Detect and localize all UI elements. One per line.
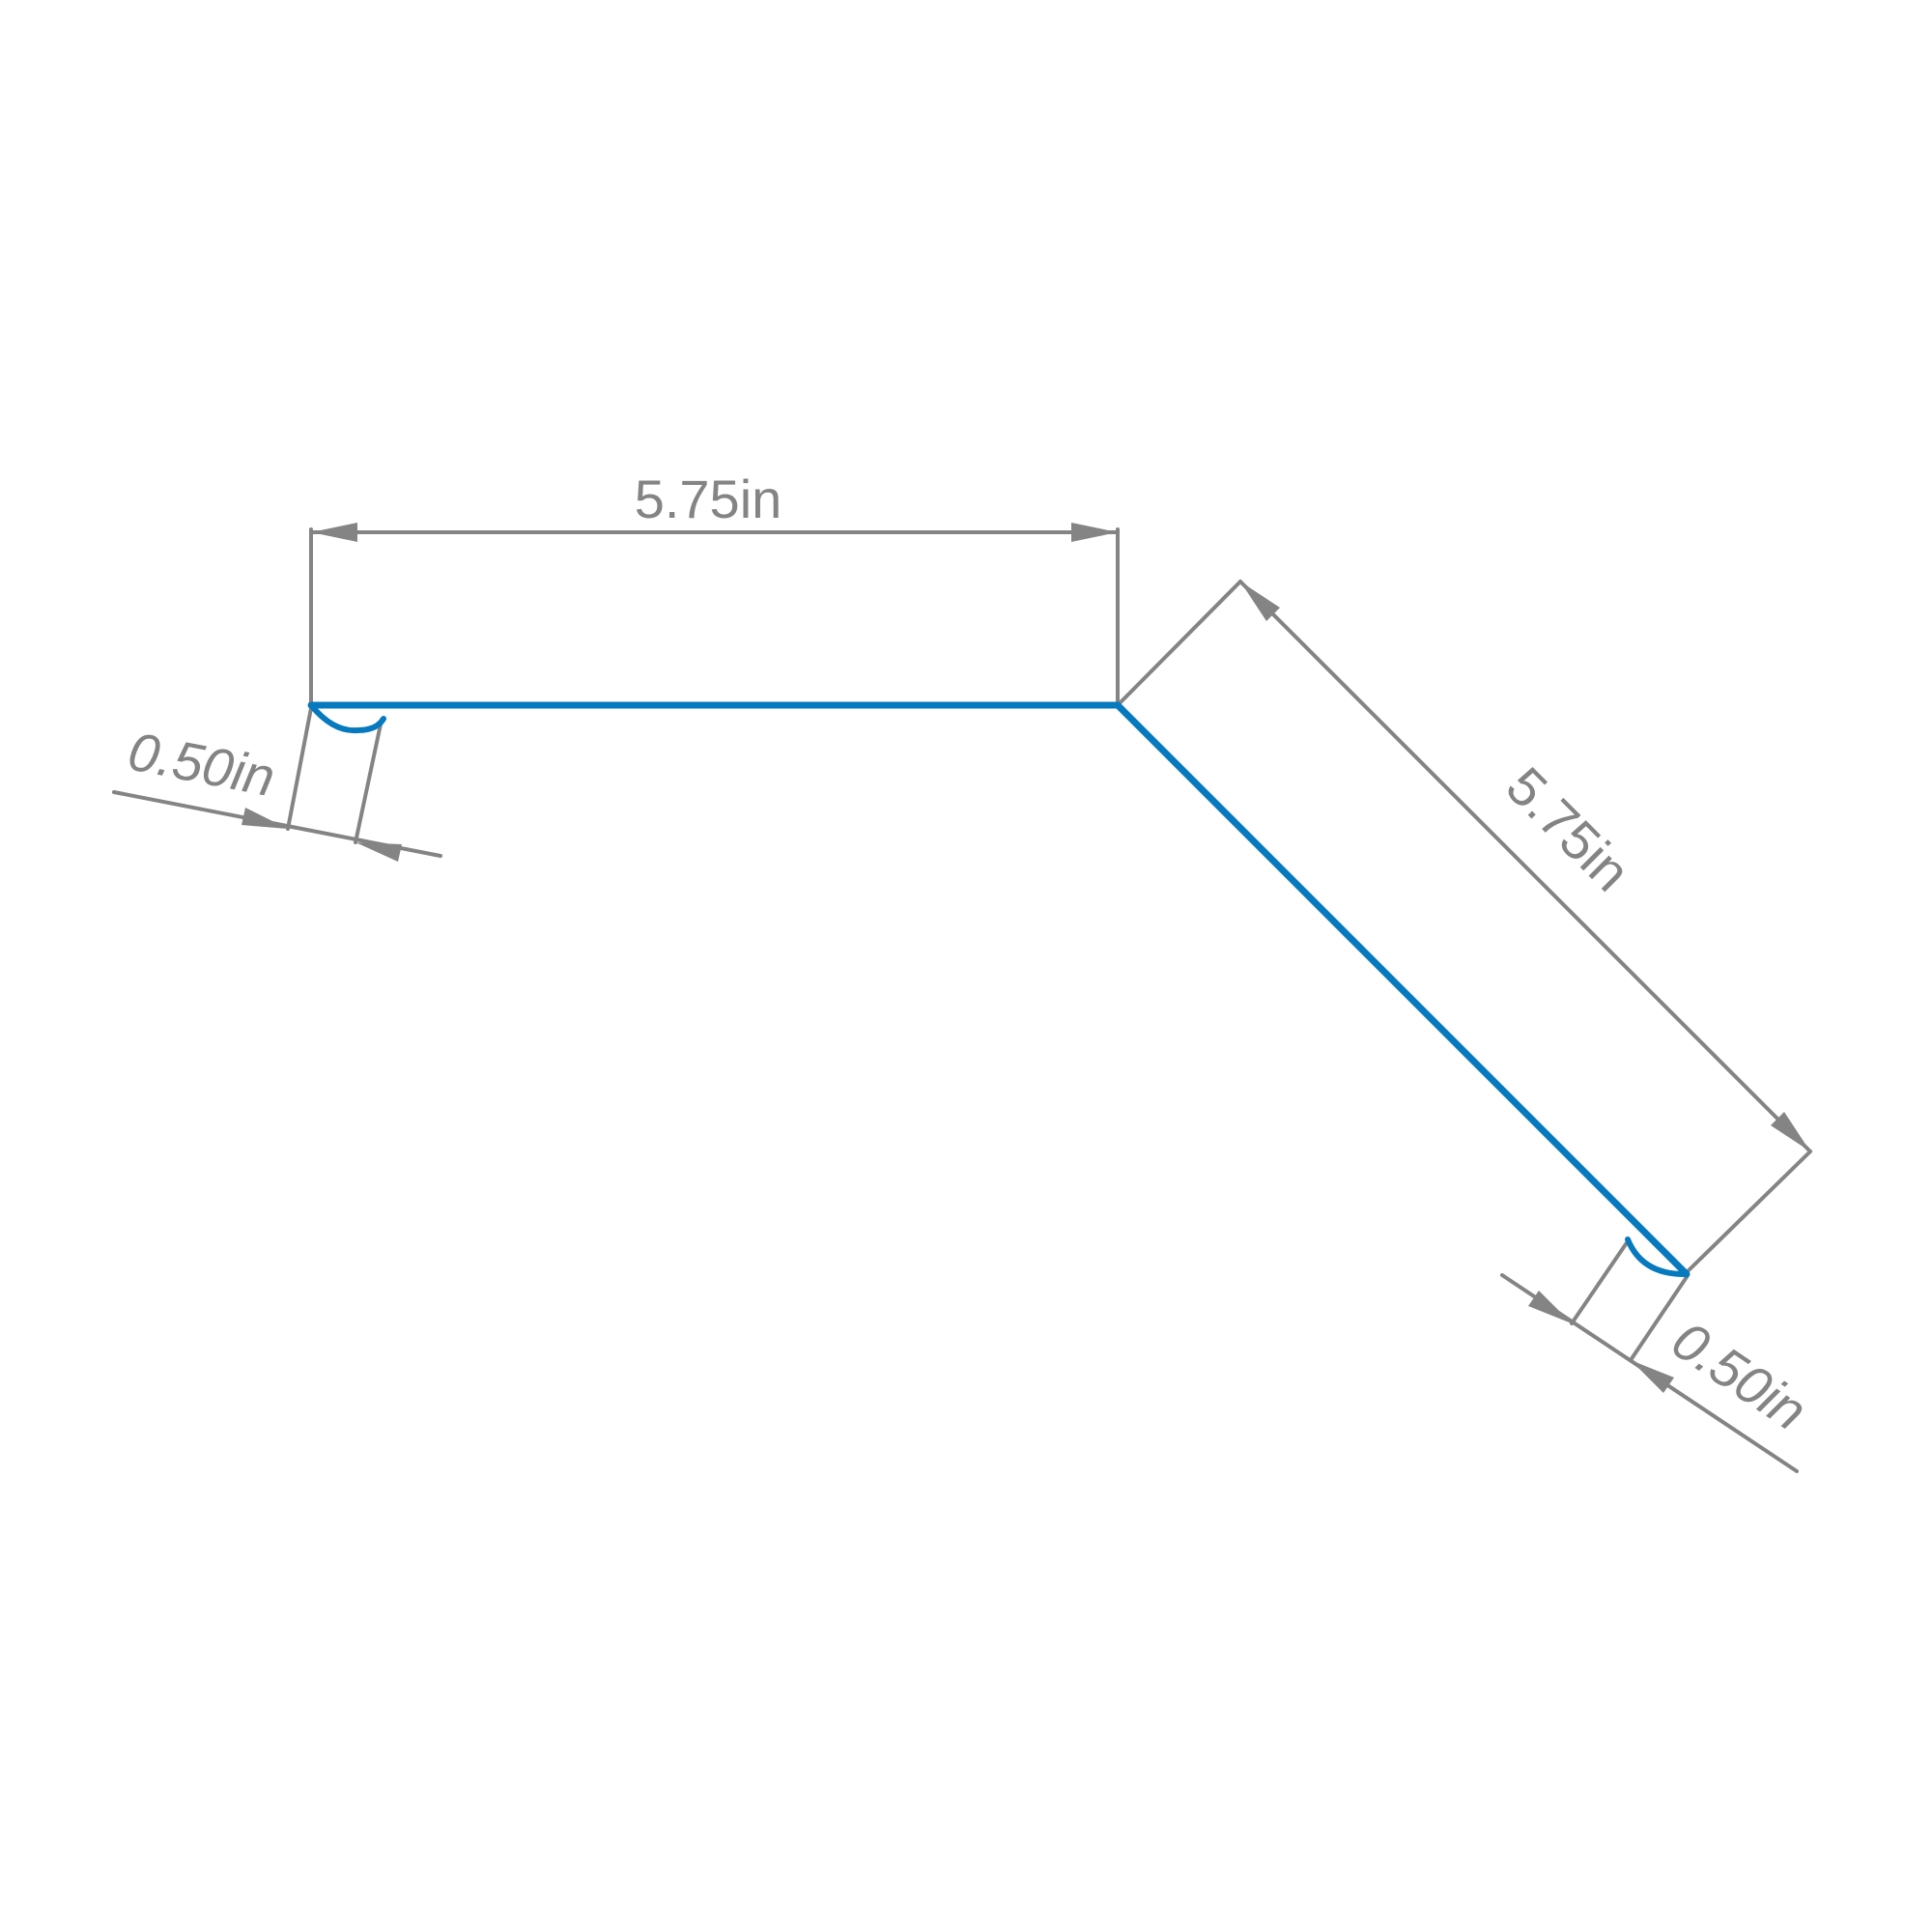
extension-line-hem-right-a — [1570, 1239, 1630, 1325]
extension-line-hem-left-a — [286, 706, 313, 831]
extension-line-hem-right-b — [1629, 1275, 1689, 1362]
arrowhead-right — [1071, 523, 1118, 542]
extension-line-hem-left-b — [354, 718, 384, 844]
arrowhead-diag-top — [1240, 582, 1280, 621]
hem-right-label: 0.50in — [1662, 1309, 1818, 1442]
dimension-hem-right: 0.50in — [1500, 1239, 1818, 1473]
arrowhead-hem-left-a — [242, 808, 288, 829]
extension-line-diag-bottom — [1683, 1150, 1812, 1276]
dimension-line-diagonal — [1238, 580, 1812, 1153]
profile-flange — [307, 701, 1690, 1278]
dimension-hem-left: 0.50in — [112, 706, 442, 862]
extension-line-diag-top — [1116, 580, 1242, 707]
hem-left — [308, 702, 386, 734]
dimension-top-length: 5.75in — [309, 469, 1120, 707]
arrowhead-hem-right-b — [1631, 1360, 1674, 1393]
arrowhead-hem-left-b — [355, 842, 402, 862]
part-profile — [307, 701, 1690, 1278]
hem-right — [1625, 1236, 1690, 1278]
arrowhead-hem-right-a — [1528, 1291, 1572, 1323]
dimension-diagonal-length: 5.75in — [1116, 580, 1812, 1276]
hem-left-label: 0.50in — [124, 720, 280, 808]
diagonal-length-label: 5.75in — [1495, 755, 1642, 902]
top-length-label: 5.75in — [635, 469, 782, 529]
arrowhead-left — [311, 523, 357, 542]
arrowhead-diag-bottom — [1771, 1112, 1810, 1151]
